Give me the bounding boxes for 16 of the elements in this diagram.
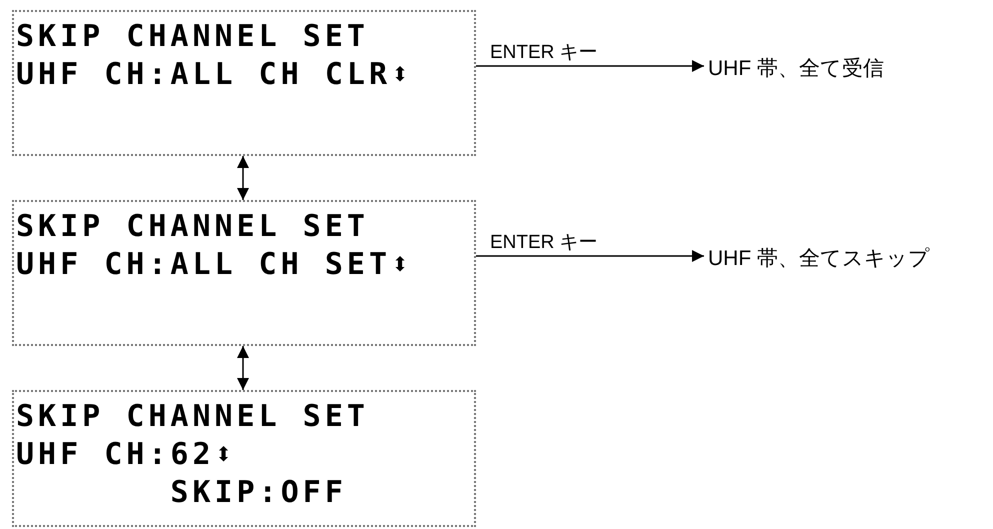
lcd-screen [12, 200, 476, 346]
lcd-text: SKIP CHANNEL SET [16, 18, 369, 56]
arrow [476, 250, 704, 262]
lcd-text: UHF CH:ALL CH CLR⬍ [16, 56, 414, 94]
lcd-text: SKIP:OFF [170, 474, 347, 512]
lcd-text: UHF CH:62⬍ [16, 436, 237, 474]
lcd-text: SKIP CHANNEL SET [16, 398, 369, 436]
double-arrow [237, 156, 249, 200]
lcd-screen [12, 10, 476, 156]
double-arrow [237, 346, 249, 390]
lcd-screen [12, 390, 476, 527]
lcd-text: UHF CH:ALL CH SET⬍ [16, 246, 414, 284]
result-text: UHF 帯、全て受信 [708, 54, 884, 82]
arrow [476, 60, 704, 72]
lcd-text: SKIP CHANNEL SET [16, 208, 369, 246]
result-text: UHF 帯、全てスキップ [708, 244, 930, 272]
